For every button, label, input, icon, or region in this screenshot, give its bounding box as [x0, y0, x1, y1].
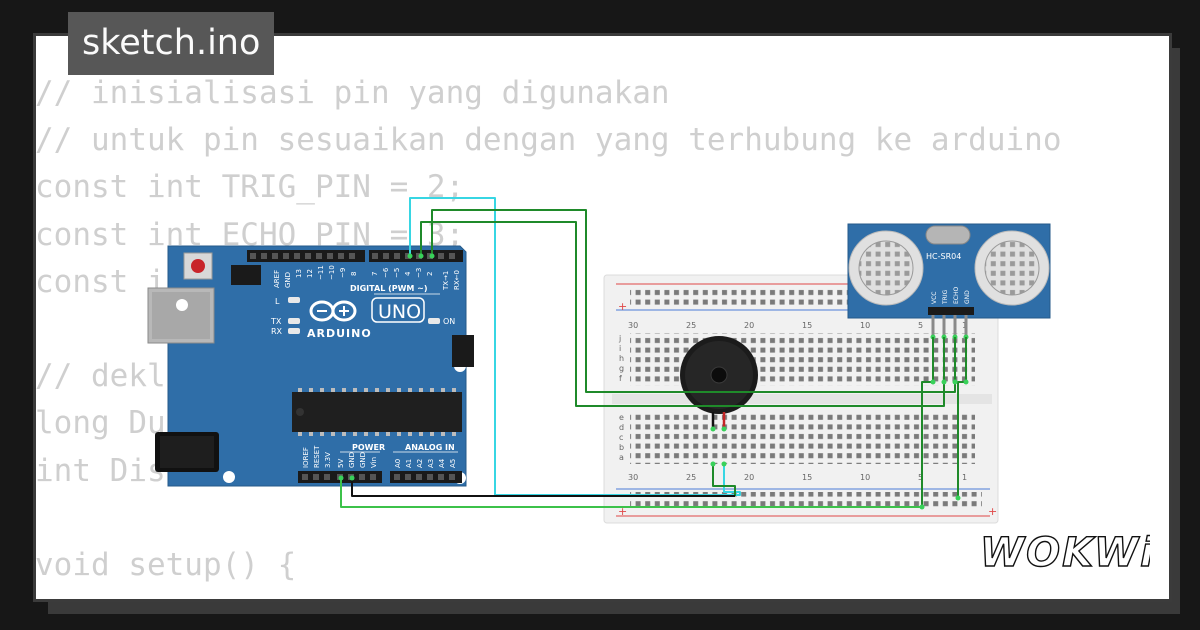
pin-label: ~5 [393, 268, 401, 278]
row-label: i [619, 344, 621, 353]
pin-label: A3 [427, 459, 435, 468]
rail-plus-label: + [988, 505, 997, 518]
pin-label: 5V [337, 459, 345, 468]
sensor-pin-label: VCC [931, 292, 938, 304]
pin-label: TX→1 [442, 271, 450, 291]
led-on [428, 318, 440, 324]
pin-label: RX←0 [453, 270, 461, 290]
board-model-label: UNO [378, 301, 421, 323]
pin-label: 3.3V [324, 452, 332, 468]
column-label: 30 [628, 321, 638, 330]
pin-label: 4 [404, 271, 412, 276]
pin-label: IOREF [302, 447, 310, 468]
wire-trig[interactable] [420, 221, 945, 407]
pin-label: ~9 [339, 268, 347, 278]
pin-label: GND [359, 452, 367, 468]
hc-sr04-sensor[interactable]: HC-SR04 VCC TRIG ECHO GND [847, 223, 1051, 340]
pin-label: A0 [394, 459, 402, 468]
bottom-terminal-strip [630, 411, 975, 464]
column-label: 15 [802, 473, 812, 482]
column-label: 20 [744, 321, 754, 330]
led-tx-label: TX [270, 317, 282, 326]
pin-label: 8 [350, 272, 358, 276]
column-label: 30 [628, 473, 638, 482]
row-label: d [619, 423, 624, 432]
rail-plus-label: + [618, 300, 627, 313]
row-label: h [619, 354, 624, 363]
pin-label: ~10 [328, 265, 336, 280]
row-label: j [618, 334, 621, 343]
sensor-pin-label: GND [964, 290, 971, 304]
sensor-pin-label: ECHO [953, 287, 960, 304]
sensor-pin-label: TRIG [942, 289, 949, 305]
column-label: 25 [686, 321, 696, 330]
pin-label: GND [348, 452, 356, 468]
svg-text:WOKWi: WOKWi [980, 530, 1150, 576]
digital-header-label: DIGITAL (PWM ~) [350, 284, 428, 293]
microcontroller-chip [292, 392, 462, 432]
board-brand-label: ARDUINO [307, 327, 372, 340]
column-label: 1 [962, 473, 967, 482]
pin-label: 2 [426, 272, 434, 276]
wire-arduino-gnd[interactable] [351, 478, 735, 497]
pin-label: A2 [416, 459, 424, 468]
led-l [288, 297, 300, 303]
crystal-oscillator [925, 225, 971, 245]
wire-vcc[interactable] [921, 381, 933, 508]
code-line: // untuk pin sesuaikan dengan yang terhu… [35, 122, 1062, 159]
rail-plus-label: + [618, 505, 627, 518]
wires [338, 197, 969, 510]
wokwi-logo: WOKWi [979, 529, 1150, 576]
analog-header-label: ANALOG IN [405, 443, 455, 452]
row-label: b [619, 443, 624, 452]
arduino-uno-board[interactable]: AREF GND 13 12 ~11 ~10 ~9 8 7 ~6 ~5 4 ~3… [147, 245, 474, 487]
pin-label: RESET [313, 445, 321, 468]
column-label: 10 [860, 473, 870, 482]
led-l-label: L [275, 297, 280, 306]
arduino-logo-icon [309, 300, 357, 322]
pin-label: GND [284, 272, 292, 288]
row-label: g [619, 364, 624, 373]
row-label: f [619, 374, 622, 383]
power-header-label: POWER [352, 443, 385, 452]
row-label: e [619, 413, 624, 422]
code-line: void setup() { [35, 546, 297, 583]
led-on-label: ON [443, 317, 455, 326]
pin-label: AREF [273, 270, 281, 288]
row-label: a [619, 453, 624, 462]
code-line: // inisialisasi pin yang digunakan [35, 75, 670, 111]
column-label: 5 [918, 473, 923, 482]
led-tx [288, 318, 300, 324]
pin-label: ~11 [317, 265, 325, 280]
column-label: 15 [802, 321, 812, 330]
pin-label: A4 [438, 458, 446, 468]
led-rx-label: RX [271, 327, 283, 336]
wire-echo[interactable] [431, 209, 956, 393]
pin-label: ~6 [382, 267, 390, 278]
pin-label: A5 [449, 459, 457, 468]
pin-label: 13 [295, 269, 303, 278]
column-label: 5 [918, 321, 923, 330]
row-label: c [619, 433, 623, 442]
wire-gnd[interactable] [957, 381, 966, 498]
sensor-model-label: HC-SR04 [926, 252, 961, 261]
wire-arduino-5v[interactable] [340, 478, 922, 508]
column-label: 10 [860, 321, 870, 330]
code-line: const int TRIG_PIN = 2; [35, 169, 465, 206]
led-rx [288, 328, 300, 334]
pin-label: ~3 [415, 268, 423, 278]
pin-label: Vin [370, 457, 378, 468]
column-label: 20 [744, 473, 754, 482]
column-label: 25 [686, 473, 696, 482]
pin-label: A1 [405, 459, 413, 468]
pin-label: 12 [306, 269, 314, 278]
file-tab[interactable]: sketch.ino [68, 12, 275, 75]
pin-label: 7 [371, 272, 379, 276]
